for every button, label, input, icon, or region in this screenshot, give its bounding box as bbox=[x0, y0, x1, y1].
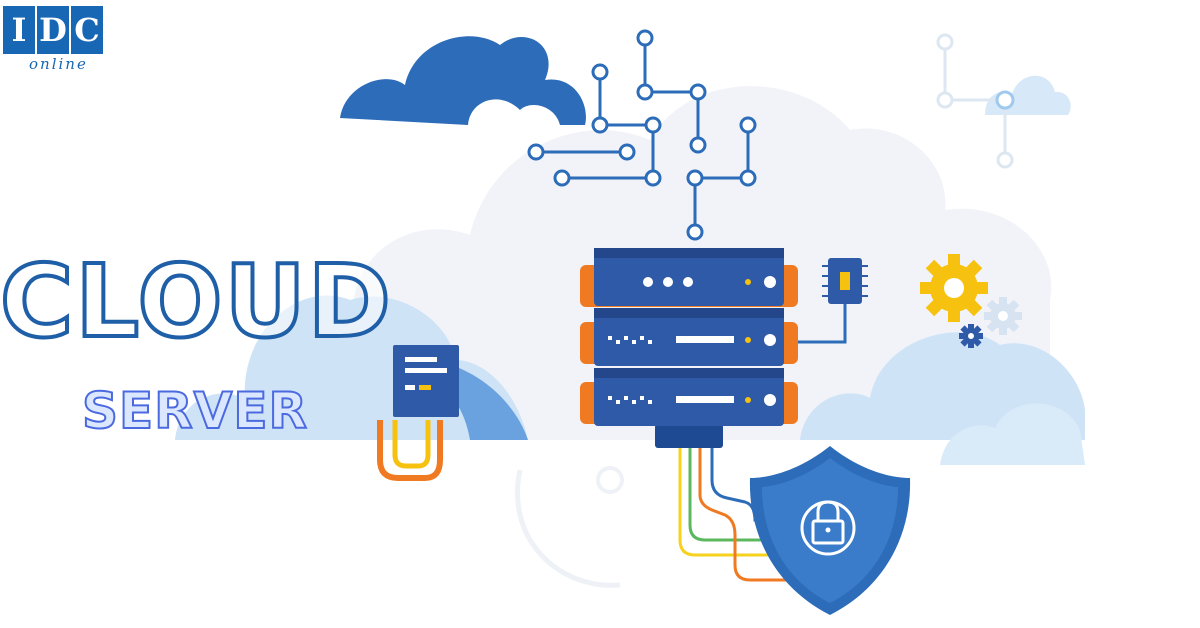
server-unit-bottom bbox=[580, 368, 798, 426]
server-rack-icon bbox=[580, 248, 798, 448]
right-cloud-icon bbox=[800, 332, 1085, 465]
headline-cloud: CLOUD bbox=[0, 243, 393, 360]
server-unit-top bbox=[580, 248, 798, 307]
small-cloud-icon bbox=[936, 33, 1071, 169]
cables bbox=[678, 445, 790, 582]
logo-letter-d: D bbox=[37, 6, 69, 54]
circuit-icon bbox=[527, 29, 757, 241]
logo-tagline: online bbox=[29, 55, 88, 73]
chip-icon bbox=[798, 258, 868, 344]
document-icon bbox=[377, 345, 459, 481]
logo-letter-c: C bbox=[71, 6, 103, 54]
dark-cloud-icon bbox=[340, 36, 586, 126]
server-unit-middle bbox=[580, 308, 798, 366]
logo-letter-i: I bbox=[3, 6, 35, 54]
subheadline-server: SERVER bbox=[81, 382, 309, 440]
ring-decoration bbox=[515, 469, 621, 588]
idc-online-logo: I D C online bbox=[3, 6, 105, 73]
gear-icon bbox=[920, 254, 1022, 348]
shield-lock-icon bbox=[749, 446, 911, 615]
